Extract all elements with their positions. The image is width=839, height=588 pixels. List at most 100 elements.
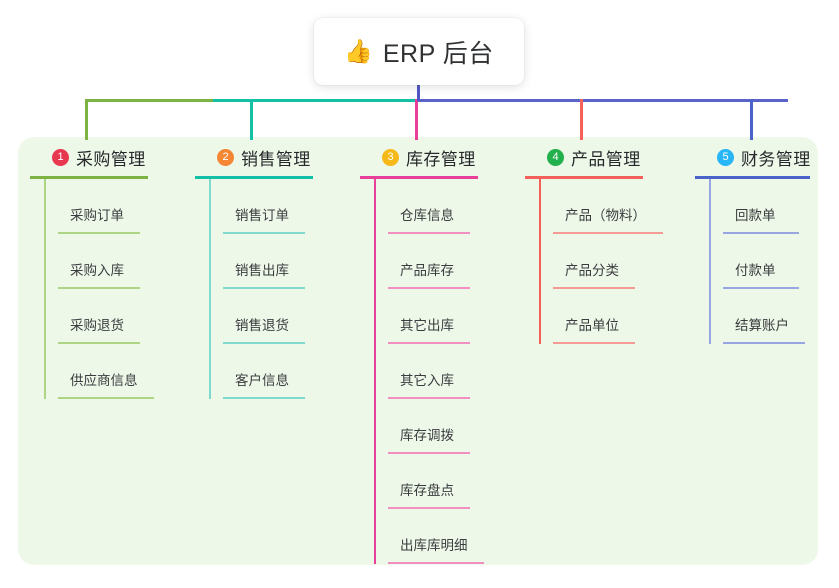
branch-item[interactable]: 库存调拨 [374, 399, 525, 454]
branch-item-rule [223, 232, 305, 234]
branch-item-label: 供应商信息 [70, 373, 138, 388]
branch-item-label: 客户信息 [235, 373, 289, 388]
branch-item-rule [223, 397, 305, 399]
connector-drop-5 [750, 99, 753, 140]
branch-spine-2 [209, 179, 211, 399]
branch-spine-4 [539, 179, 541, 344]
branches-panel [18, 137, 818, 565]
branch-items-2: 销售订单销售出库销售退货客户信息 [195, 179, 355, 399]
branch-title-1: 采购管理 [76, 149, 146, 169]
branch-rule-2 [195, 176, 313, 179]
root-node[interactable]: 👍 ERP 后台 [314, 18, 524, 85]
branch-item-label: 产品库存 [400, 263, 454, 278]
branch-items-5: 回款单付款单结算账户 [695, 179, 825, 344]
branch-item-rule [388, 397, 470, 399]
branch-header-3[interactable]: 3 库存管理 [360, 145, 525, 169]
branch-item-label: 出库库明细 [400, 538, 468, 553]
branch-spine-5 [709, 179, 711, 344]
branch-title-5: 财务管理 [741, 149, 811, 169]
branch-item-label: 销售出库 [235, 263, 289, 278]
branch-badge-1: 1 [52, 148, 69, 166]
connector-drop-3 [415, 99, 418, 140]
branch-item-rule [388, 507, 470, 509]
branch-title-2: 销售管理 [241, 149, 311, 169]
branch-rule-1 [30, 176, 148, 179]
branch-item[interactable]: 回款单 [709, 179, 825, 234]
branch-title-3: 库存管理 [406, 149, 476, 169]
branch-item[interactable]: 付款单 [709, 234, 825, 289]
branch-item-rule [388, 232, 470, 234]
branch-item-label: 回款单 [735, 208, 776, 223]
branch-item-label: 产品分类 [565, 263, 619, 278]
branch-item-rule [388, 452, 470, 454]
root-title: ERP 后台 [382, 39, 494, 68]
branch-item-label: 采购退货 [70, 318, 124, 333]
branch-item-rule [58, 397, 154, 399]
thumbs-up-icon: 👍 [344, 38, 373, 64]
branch-spine-1 [44, 179, 46, 399]
branch-rule-4 [525, 176, 643, 179]
branch-items-3: 仓库信息产品库存其它出库其它入库库存调拨库存盘点出库库明细 [360, 179, 525, 564]
branch-column-5: 5 财务管理回款单付款单结算账户 [695, 145, 825, 344]
connector-drop-1 [85, 99, 88, 140]
connector-drop-4 [580, 99, 583, 140]
branch-item[interactable]: 采购入库 [44, 234, 190, 289]
branch-item-label: 产品单位 [565, 318, 619, 333]
branch-item-rule [723, 342, 805, 344]
branch-item[interactable]: 结算账户 [709, 289, 825, 344]
branch-item[interactable]: 产品分类 [539, 234, 695, 289]
branch-item[interactable]: 其它入库 [374, 344, 525, 399]
branch-item-rule [58, 287, 140, 289]
branch-item-label: 仓库信息 [400, 208, 454, 223]
branch-header-5[interactable]: 5 财务管理 [695, 145, 825, 169]
branch-badge-5: 5 [717, 148, 734, 166]
branch-item-rule [723, 287, 799, 289]
branch-title-4: 产品管理 [571, 149, 641, 169]
branch-badge-3: 3 [382, 148, 399, 166]
bus-segment-green [85, 99, 213, 102]
branch-badge-4: 4 [547, 148, 564, 166]
branch-badge-2: 2 [217, 148, 234, 166]
branch-header-4[interactable]: 4 产品管理 [525, 145, 695, 169]
branch-item[interactable]: 销售退货 [209, 289, 355, 344]
branch-item[interactable]: 仓库信息 [374, 179, 525, 234]
branch-column-1: 1 采购管理采购订单采购入库采购退货供应商信息 [30, 145, 190, 399]
branch-item[interactable]: 供应商信息 [44, 344, 190, 399]
branch-item[interactable]: 采购订单 [44, 179, 190, 234]
branch-item-rule [723, 232, 799, 234]
branch-item-rule [388, 562, 484, 564]
branch-item-rule [223, 342, 305, 344]
branch-item-rule [58, 342, 140, 344]
branch-item-label: 产品（物料） [565, 208, 646, 223]
connector-drop-2 [250, 99, 253, 140]
branch-item[interactable]: 产品（物料） [539, 179, 695, 234]
branch-item-rule [553, 287, 635, 289]
branch-item-label: 采购订单 [70, 208, 124, 223]
branch-item[interactable]: 出库库明细 [374, 509, 525, 564]
branch-item-label: 其它入库 [400, 373, 454, 388]
branch-item[interactable]: 产品单位 [539, 289, 695, 344]
branch-item[interactable]: 销售订单 [209, 179, 355, 234]
branch-header-1[interactable]: 1 采购管理 [30, 145, 190, 169]
branch-header-2[interactable]: 2 销售管理 [195, 145, 355, 169]
branch-item-rule [553, 342, 635, 344]
branch-item-label: 库存盘点 [400, 483, 454, 498]
branch-item[interactable]: 产品库存 [374, 234, 525, 289]
branch-item[interactable]: 库存盘点 [374, 454, 525, 509]
branch-item-rule [553, 232, 663, 234]
bus-segment-teal [213, 99, 418, 102]
branch-item[interactable]: 其它出库 [374, 289, 525, 344]
branch-item[interactable]: 客户信息 [209, 344, 355, 399]
branch-items-1: 采购订单采购入库采购退货供应商信息 [30, 179, 190, 399]
branch-item-rule [58, 232, 140, 234]
branch-rule-5 [695, 176, 810, 179]
branch-item[interactable]: 销售出库 [209, 234, 355, 289]
branch-item[interactable]: 采购退货 [44, 289, 190, 344]
branch-column-2: 2 销售管理销售订单销售出库销售退货客户信息 [195, 145, 355, 399]
root-stem [417, 85, 420, 101]
branch-item-label: 结算账户 [735, 318, 789, 333]
branch-item-rule [388, 287, 470, 289]
branch-column-4: 4 产品管理产品（物料） 产品分类产品单位 [525, 145, 695, 344]
branch-items-4: 产品（物料） 产品分类产品单位 [525, 179, 695, 344]
